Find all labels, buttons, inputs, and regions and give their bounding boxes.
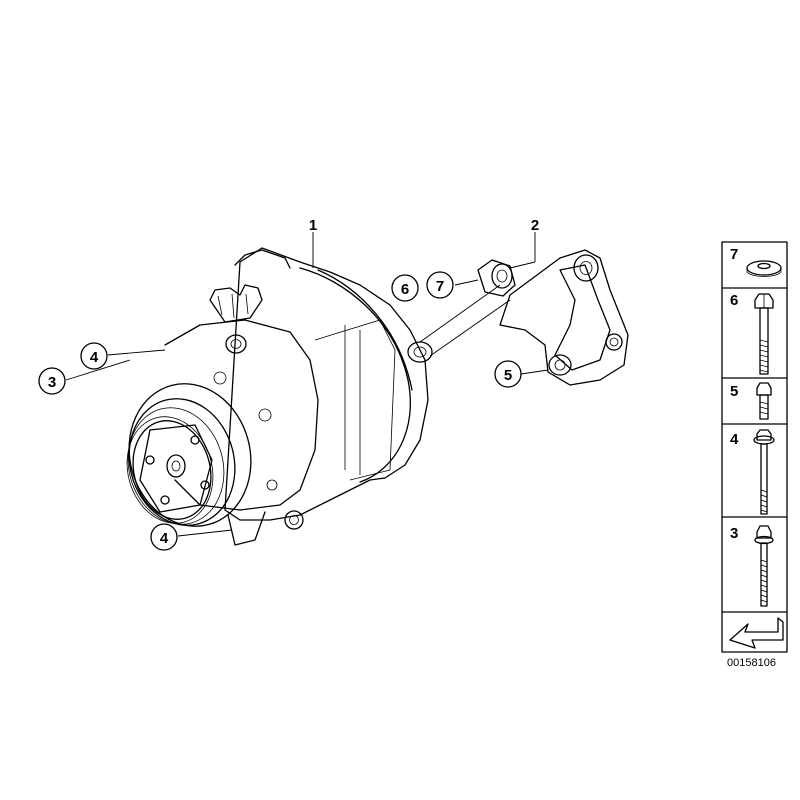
direction-arrow-icon xyxy=(729,617,784,649)
callout-7-label: 7 xyxy=(436,278,444,295)
flange-bolt-icon xyxy=(753,429,775,515)
legend-label-6: 6 xyxy=(730,292,738,309)
ac-compressor xyxy=(126,247,433,546)
diagram-code: 00158106 xyxy=(727,657,776,669)
callout-4b-label: 4 xyxy=(160,530,169,547)
callout-2: 2 xyxy=(531,217,539,234)
callout-4-top: 4 xyxy=(80,342,108,370)
parts-legend: 7 6 5 4 3 xyxy=(721,241,788,653)
callout-5-label: 5 xyxy=(504,367,512,384)
callout-4-bottom: 4 xyxy=(150,523,178,551)
callout-1-label: 1 xyxy=(309,217,317,234)
callout-6: 6 xyxy=(391,274,419,302)
callout-3: 3 xyxy=(38,367,66,395)
callout-5: 5 xyxy=(494,360,522,388)
leader-lines xyxy=(65,232,549,537)
mounting-bracket xyxy=(477,249,629,386)
washer-icon xyxy=(746,260,782,277)
hex-bolt-short-icon xyxy=(756,382,772,420)
legend-label-4: 4 xyxy=(730,431,739,448)
callout-6-label: 6 xyxy=(401,281,409,298)
callout-1: 1 xyxy=(309,217,317,234)
legend-label-5: 5 xyxy=(730,383,738,400)
callout-4a-label: 4 xyxy=(90,349,99,366)
callout-3-label: 3 xyxy=(48,374,56,391)
legend-label-7: 7 xyxy=(730,246,738,263)
legend-label-3: 3 xyxy=(730,525,738,542)
hex-bolt-long-icon xyxy=(754,293,774,375)
stud-bolt-icon xyxy=(754,525,774,607)
callout-2-label: 2 xyxy=(531,217,539,234)
callout-7: 7 xyxy=(426,271,454,299)
